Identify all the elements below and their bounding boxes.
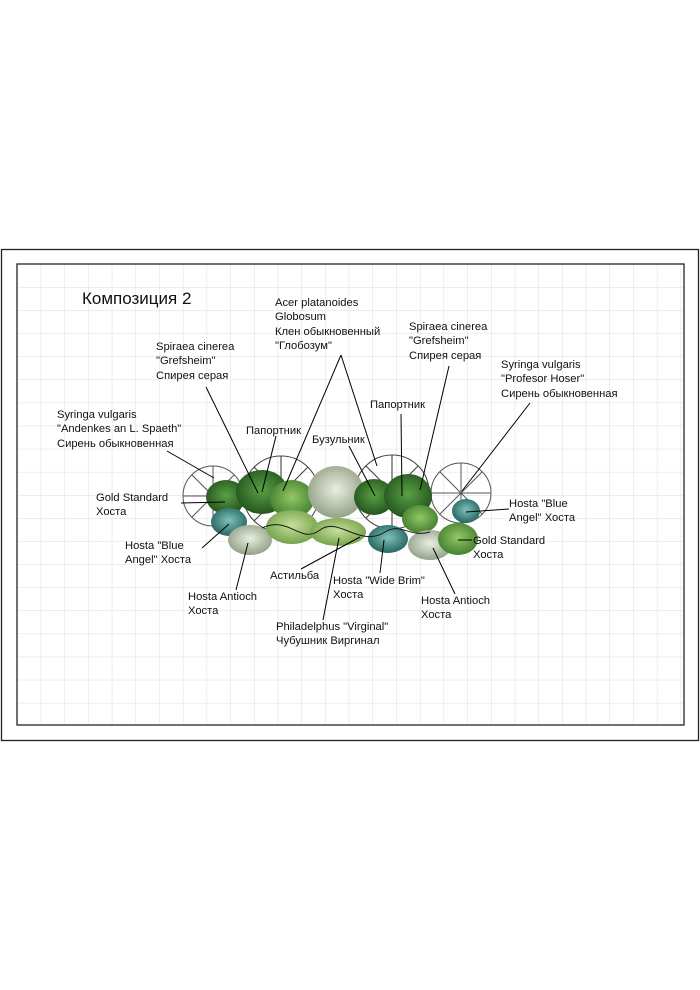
wide-brim-plant [368, 525, 408, 553]
label-astilbe: Астильба [270, 570, 320, 582]
label-acer-platanoides: Acer platanoides Globosum Клен обыкновен… [275, 297, 381, 353]
inner-frame [16, 263, 685, 726]
label-syringa-right: Syringa vulgaris "Profesor Hoser" Сирень… [501, 359, 618, 400]
gold-standard-right-plant [438, 523, 478, 555]
label-spiraea-left: Spiraea cinerea "Grefsheim" Спирея серая [156, 341, 235, 382]
label-spiraea-right: Spiraea cinerea "Grefsheim" Спирея серая [409, 321, 488, 362]
antioch-left-plant [228, 525, 272, 555]
philadelphus-plant [310, 518, 366, 546]
spiraea-right-plant [402, 505, 438, 533]
label-fern-left: Папортник [246, 425, 301, 437]
acer-globosum-plant [308, 466, 364, 518]
bed-edge-line [261, 524, 431, 538]
label-syringa-left: Syringa vulgaris "Andenkes an L. Spaeth"… [57, 409, 182, 450]
label-gold-standard-left: Gold Standard Хоста [96, 492, 169, 519]
blue-angel-right-plant [452, 499, 480, 523]
label-blue-angel-left: Hosta "Blue Angel" Хоста [125, 540, 192, 567]
label-hosta-wide-brim: Hosta "Wide Brim" Хоста [333, 575, 425, 602]
label-hosta-antioch-right: Hosta Antioch Хоста [421, 595, 491, 622]
buzulnik-plant [354, 479, 394, 515]
gold-standard-left-plant [206, 480, 246, 514]
label-gold-standard-right: Gold Standard Хоста [473, 535, 546, 562]
label-philadelphus: Philadelphus "Virginal" Чубушник Виргина… [276, 621, 389, 648]
label-buzulnik: Бузульник [312, 434, 365, 446]
label-fern-right: Папортник [370, 399, 425, 411]
composition-title: Композиция 2 [82, 289, 192, 308]
spiraea-left-plant [270, 480, 314, 518]
label-hosta-antioch-left: Hosta Antioch Хоста [188, 591, 258, 618]
label-blue-angel-right: Hosta "Blue Angel" Хоста [509, 498, 576, 525]
astilbe-plant [266, 510, 318, 544]
leader-lines [166, 354, 531, 621]
